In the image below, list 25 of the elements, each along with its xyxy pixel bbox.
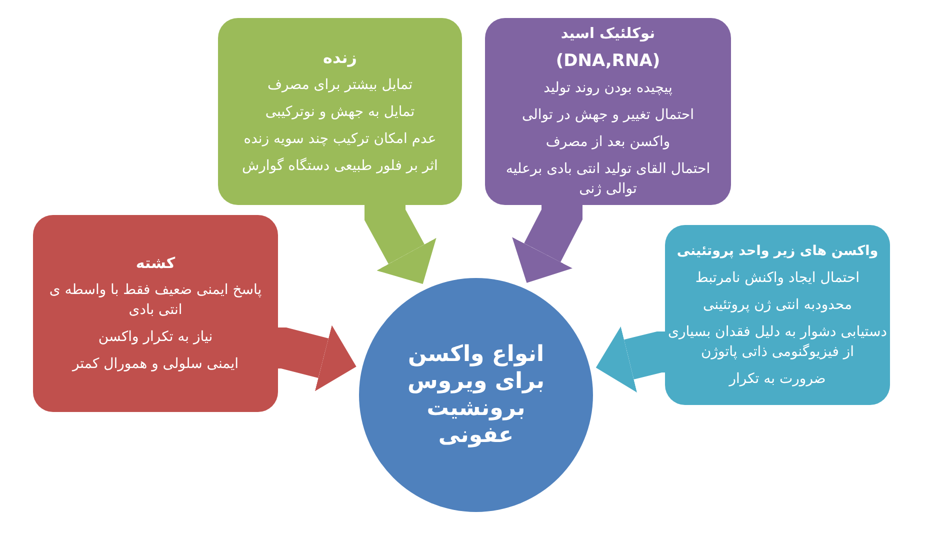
box-text: تمایل به جهش و نوترکیبی: [265, 102, 415, 122]
box-text: دستیابی دشوار به دلیل فقدان بسیاری از فیزیوگنومی ذاتی پاتوژن: [668, 323, 887, 362]
rounded-box: [485, 18, 731, 205]
box-text: ضرورت به تکرار: [729, 370, 826, 389]
box-heading: نوکلئیک اسید: [560, 25, 656, 44]
box-text: عدم امکان ترکیب چند سویه زنده: [244, 130, 436, 148]
box-text: ایمنی سلولی و همورال کمتر: [72, 355, 239, 374]
rounded-box: [218, 18, 462, 205]
box-text: پیچیده بودن روند تولید: [544, 79, 672, 98]
box-text: تمایل بیشتر برای مصرف: [267, 76, 412, 94]
circle-title: انواع واکسن برای ویروس برونشیت عفونی: [406, 341, 546, 449]
box-text: محدودبه انتی ژن پروتئینی: [703, 296, 852, 315]
box-heading: واکسن های زیر واحد پروتئینی: [676, 242, 878, 261]
box-text: احتمال القای تولید انتی بادی برعلیه توالی ژنی: [504, 160, 712, 199]
rounded-box: [665, 225, 890, 405]
box-text: احتمال تغییر و جهش در توالی: [522, 106, 694, 125]
rounded-box: [33, 215, 278, 412]
box-text: واکسن بعد از مصرف: [546, 133, 670, 152]
box-heading: کشته: [136, 253, 176, 273]
box-text: نیاز به تکرار واکسن: [98, 328, 213, 347]
box-heading: زنده: [323, 48, 357, 68]
box-text: احتمال ایجاد واکنش نامرتبط: [695, 269, 860, 288]
box-text: پاسخ ایمنی ضعیف فقط با واسطه ی انتی بادی: [48, 281, 263, 320]
box-text: اثر بر فلور طبیعی دستگاه گوارش: [242, 156, 438, 176]
box-subheading: (DNA,RNA): [556, 51, 660, 71]
